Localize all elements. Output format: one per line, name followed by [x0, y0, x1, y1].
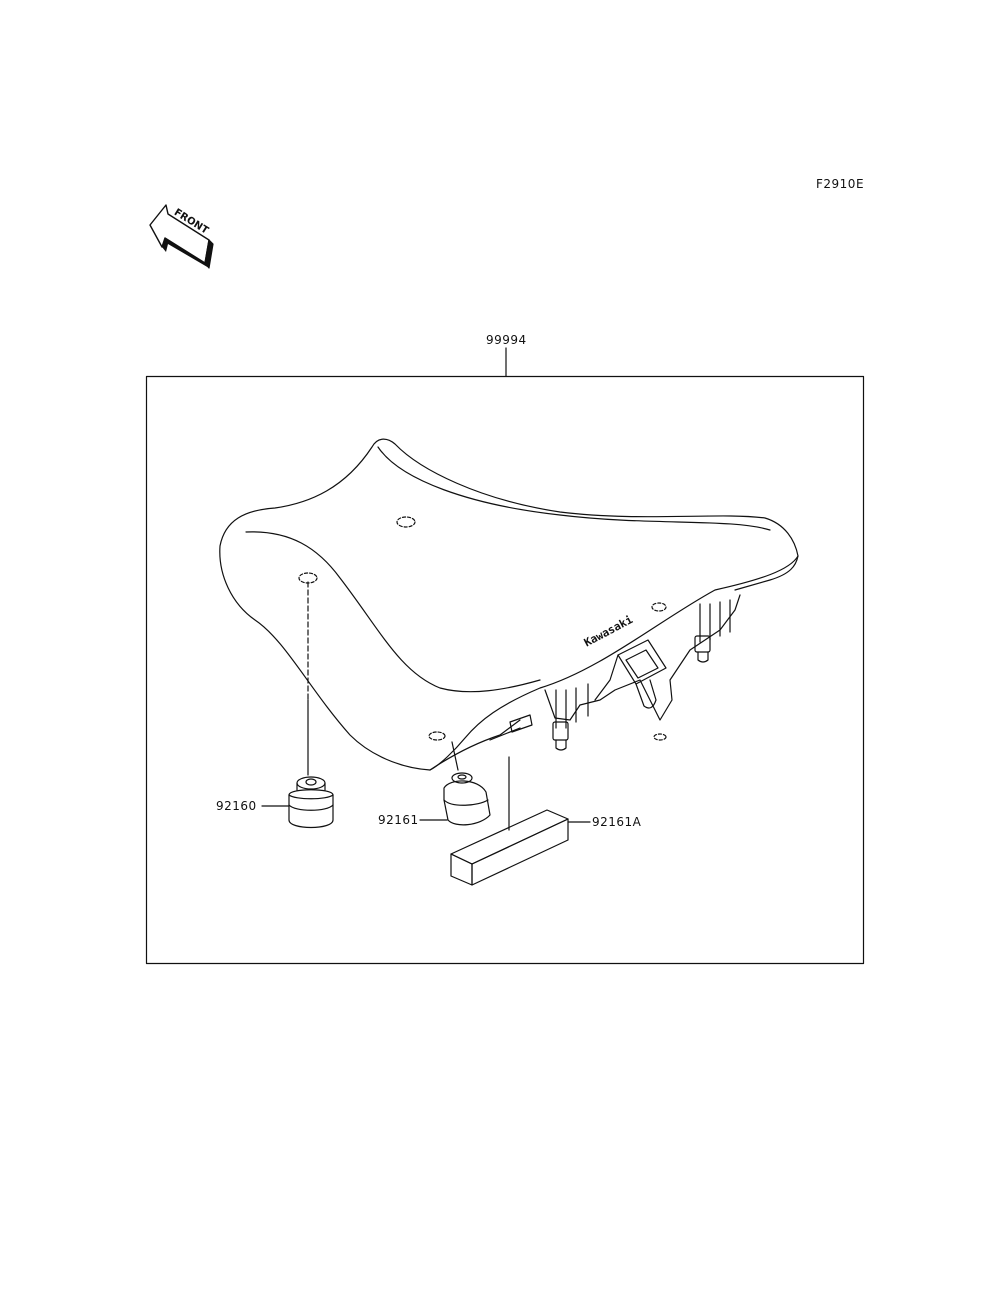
seat-hole-marker	[653, 733, 667, 741]
seat-illustration: Kawasaki	[219, 438, 799, 771]
part-92161A-block	[450, 756, 591, 886]
part-label-92160: 92160	[216, 799, 257, 813]
assembly-frame	[145, 375, 865, 965]
part-92160-grommet	[261, 581, 334, 829]
front-arrow-icon: FRONT	[149, 204, 214, 269]
part-label-92161: 92161	[378, 813, 419, 827]
seat-hole-marker	[428, 731, 446, 741]
seat-hole-marker	[651, 602, 667, 612]
part-92161-damper	[419, 741, 491, 826]
part-label-92161A: 92161A	[592, 815, 642, 829]
seat-logo-text: Kawasaki	[582, 613, 635, 650]
part-label-assembly: 99994	[486, 333, 527, 347]
seat-hole-marker	[396, 516, 416, 528]
figure-code: F2910E	[816, 177, 865, 191]
